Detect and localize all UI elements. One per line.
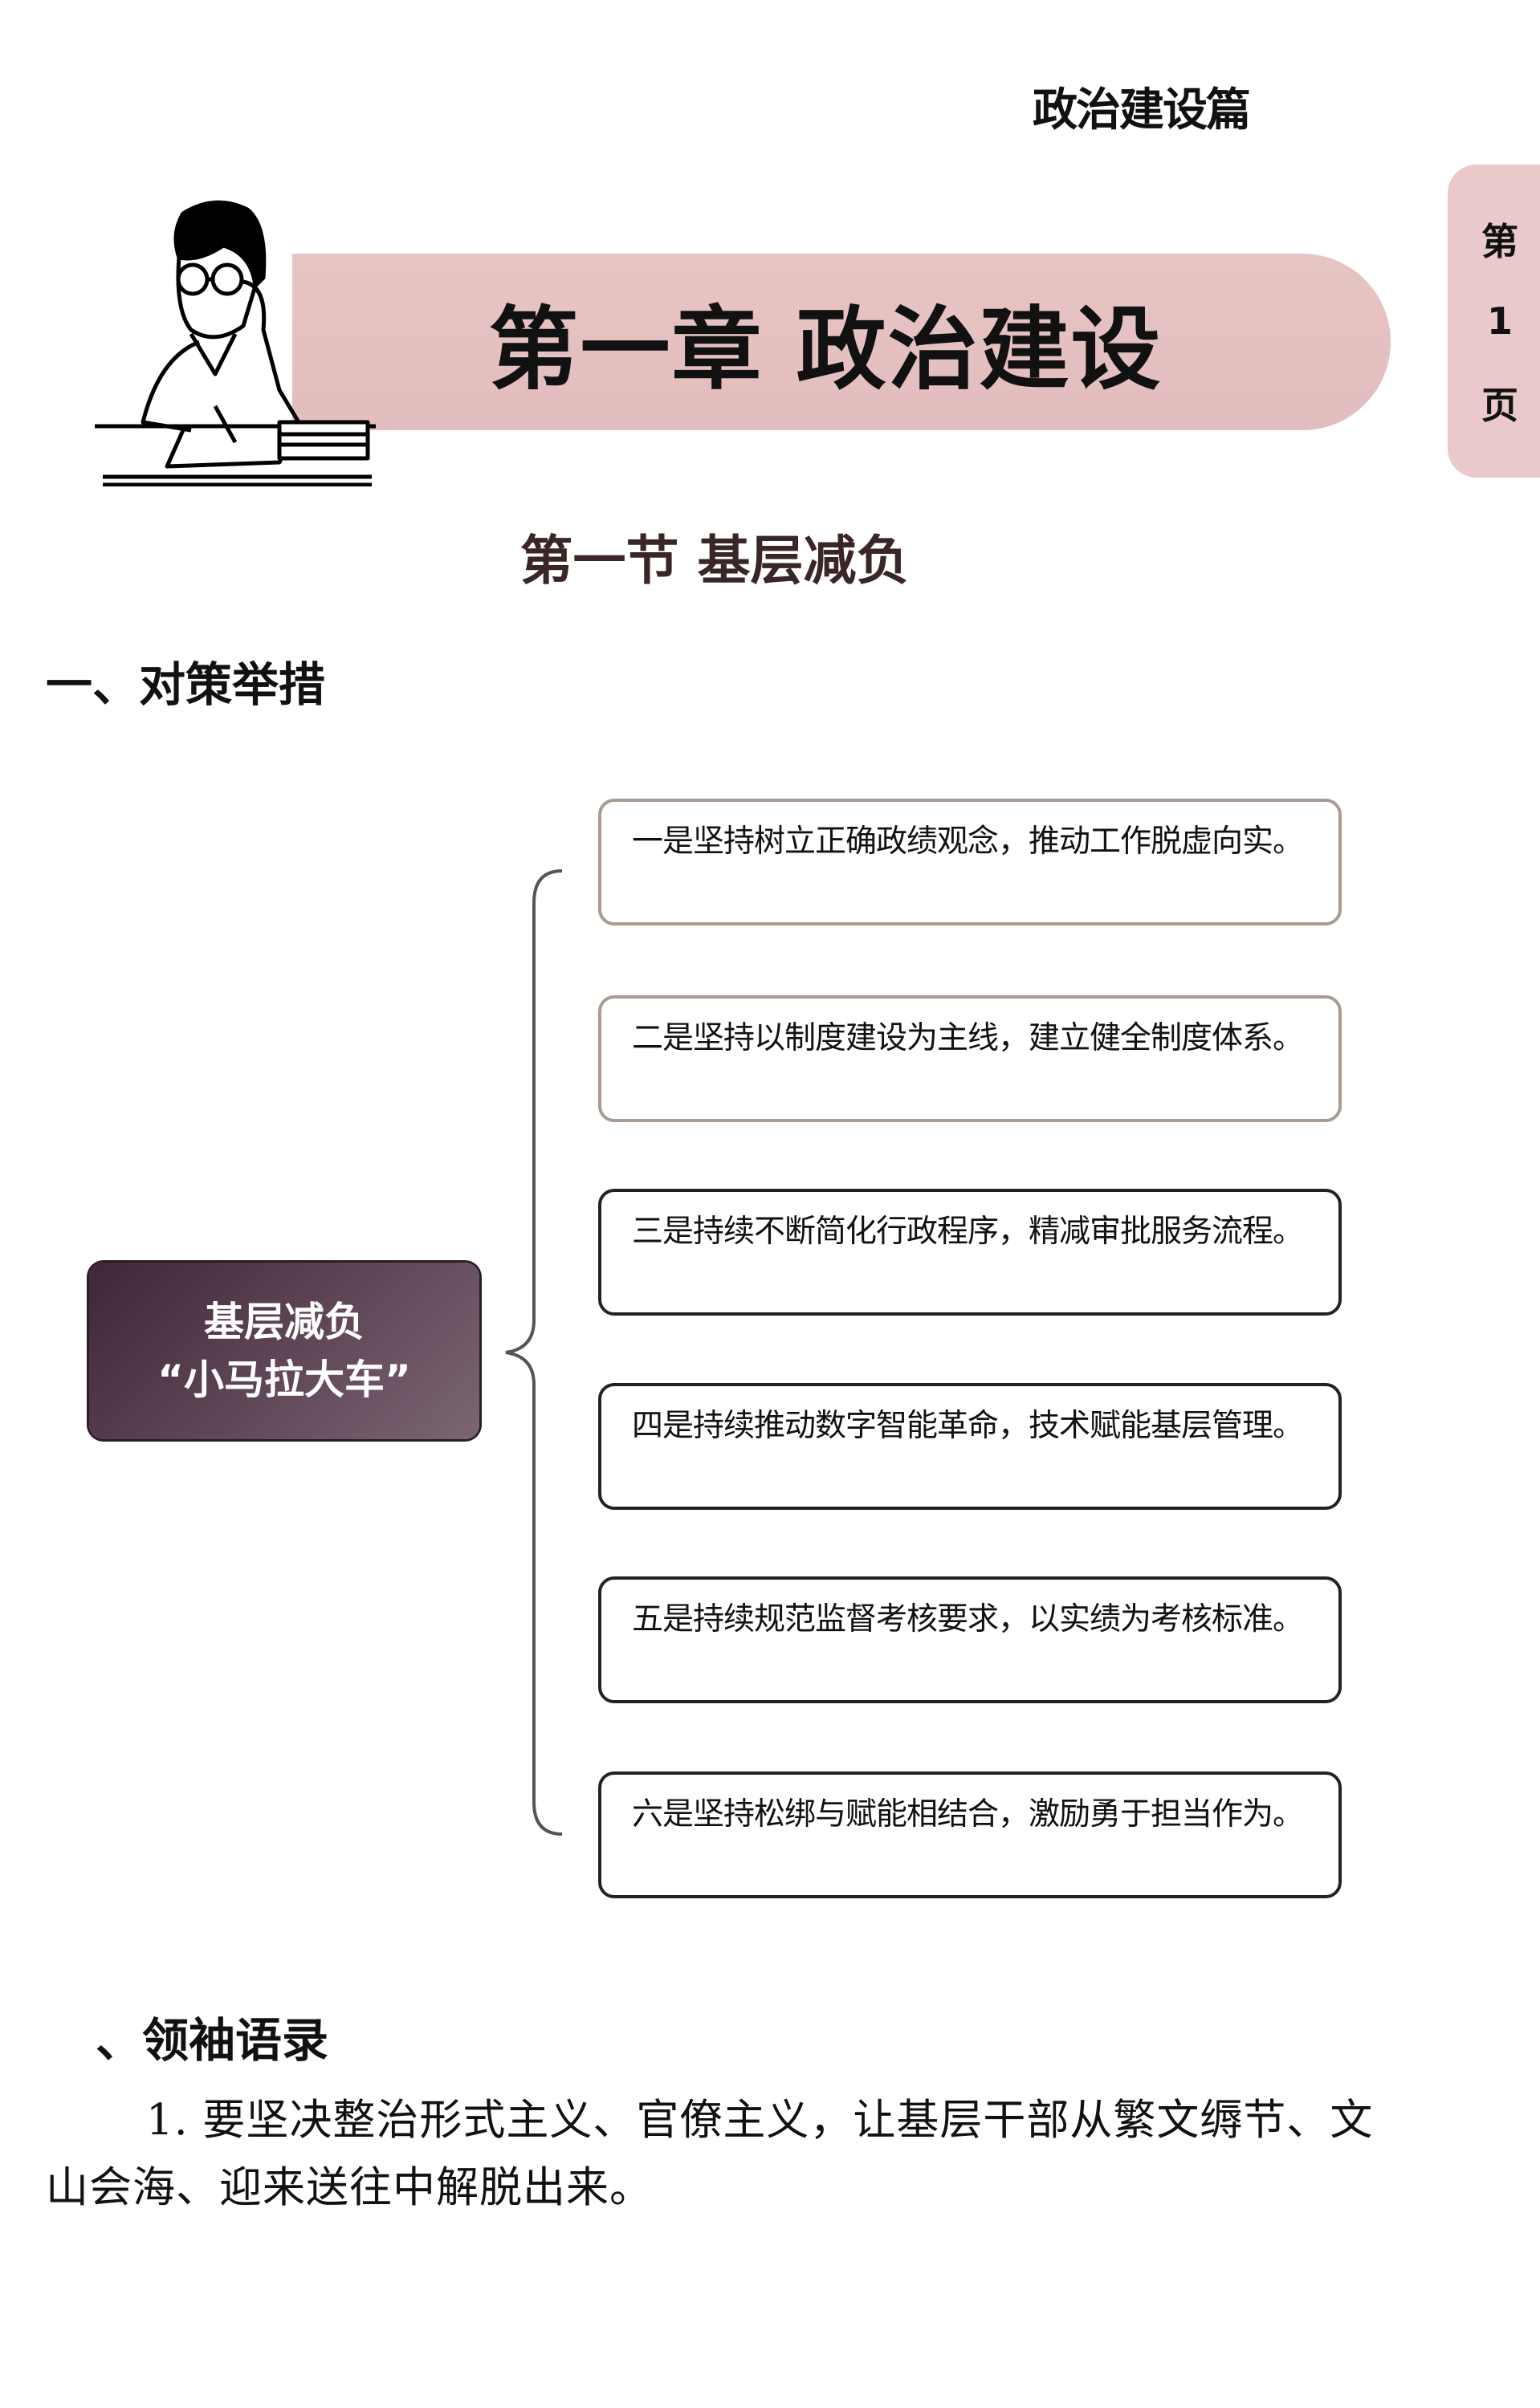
chapter-title: 第一章 政治建设: [488, 298, 1163, 402]
quote-paragraph: 1. 要坚决整治形式主义、官僚主义，让基层干部从繁文缛节、文山会海、迎来送往中解…: [46, 2096, 1374, 2212]
mind-map-center-node: 基层减负 “小马拉大车”: [89, 1263, 479, 1439]
heading-measures: 一、对策举措: [46, 657, 326, 712]
student-illustration-icon: [95, 200, 376, 486]
mind-map-item: 二是坚持以制度建设为主线，建立健全制度体系。: [598, 995, 1342, 1122]
heading-quotes: 、领袖语录: [96, 2013, 329, 2068]
page-tab-char: 第: [1481, 220, 1518, 263]
page-tab-char: 页: [1481, 384, 1518, 427]
mind-map-item: 一是坚持树立正确政绩观念，推动工作脱虚向实。: [598, 799, 1342, 925]
page-tab: 第 1 页: [1448, 165, 1540, 478]
mind-map-item: 六是坚持松绑与赋能相结合，激励勇于担当作为。: [598, 1771, 1342, 1898]
running-head: 政治建设篇: [1033, 84, 1251, 136]
page-tab-number: 1: [1486, 299, 1513, 343]
center-node-line1: 基层减负: [204, 1299, 365, 1345]
mind-map-item: 三是持续不断简化行政程序，精减审批服务流程。: [598, 1189, 1342, 1316]
chapter-banner: 第一章 政治建设: [292, 254, 1391, 430]
center-node-line2: “小马拉大车”: [157, 1357, 411, 1403]
mind-map-item: 五是持续规范监督考核要求，以实绩为考核标准。: [598, 1576, 1342, 1703]
mind-map-item: 四是持续推动数字智能革命，技术赋能基层管理。: [598, 1383, 1342, 1510]
section-title: 第一节 基层减负: [519, 530, 910, 592]
brace-connector: [505, 869, 563, 1836]
